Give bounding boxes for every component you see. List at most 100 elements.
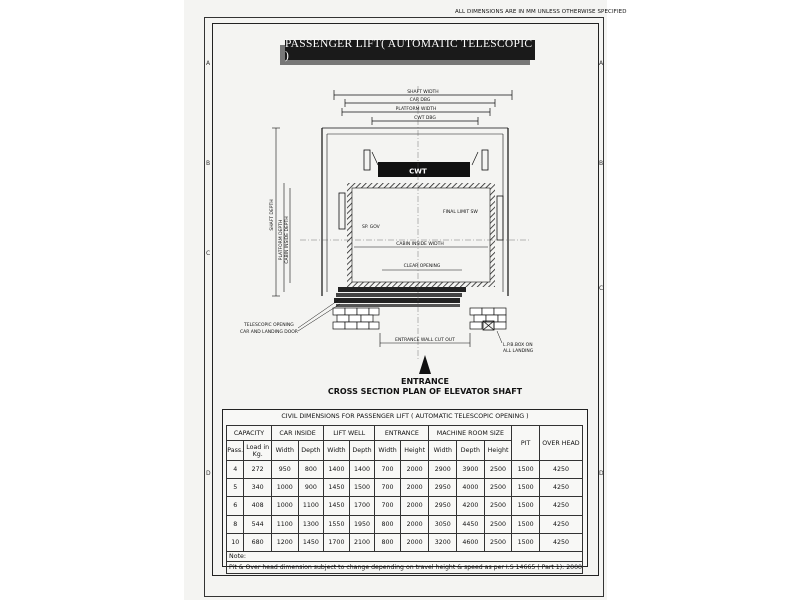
table-cell: 1400 xyxy=(348,459,376,480)
cwt-dbg-label: CWT DBG xyxy=(414,115,436,121)
table-cell: 1500 xyxy=(348,478,376,498)
car-inside-header: CAR INSIDE xyxy=(270,425,325,441)
table-remark: Pit & Over head dimension subject to cha… xyxy=(226,560,583,574)
table-cell: 4 xyxy=(225,459,245,480)
cwt-dbg-dimension xyxy=(371,117,479,125)
grid-letter-c: C xyxy=(206,250,211,257)
machine-width-header: Width xyxy=(428,440,458,461)
table-cell: 6 xyxy=(225,496,245,516)
table-cell: 408 xyxy=(243,496,272,516)
drawing-title: PASSENGER LIFT( AUTOMATIC TELESCOPIC ) xyxy=(285,38,535,62)
table-cell: 1500 xyxy=(511,459,540,480)
entrance-label: ENTRANCE xyxy=(401,377,449,386)
outer-frame xyxy=(204,17,604,597)
over-head-header: OVER HEAD xyxy=(538,425,584,461)
car-depth-header: Depth xyxy=(297,440,325,461)
all-landing-label: ALL LANDING xyxy=(503,348,534,354)
cabin-inside-width-label: CABIN INSIDE WIDTH xyxy=(396,241,443,247)
table-cell: 1000 xyxy=(271,478,299,498)
table-cell: 2500 xyxy=(483,496,513,516)
table-cell: 4200 xyxy=(456,496,485,516)
counterweight xyxy=(363,149,489,177)
table-cell: 2100 xyxy=(348,532,376,552)
shaft-width-label: SHAFT WIDTH xyxy=(407,89,438,95)
table-cell: 3050 xyxy=(428,514,458,534)
table-cell: 1100 xyxy=(271,514,299,534)
entrance-wall-cut-out-label: ENTRANCE WALL CUT OUT xyxy=(395,337,455,343)
well-width-header: Width xyxy=(323,440,350,461)
table-cell: 2000 xyxy=(399,478,430,498)
table-cell: 4250 xyxy=(538,478,584,498)
table-cell: 2000 xyxy=(399,496,430,516)
table-cell: 8 xyxy=(225,514,245,534)
well-depth-header: Depth xyxy=(348,440,376,461)
car-landing-door-label: CAR AND LANDING DOOR xyxy=(240,329,298,335)
table-cell: 5 xyxy=(225,478,245,498)
table-cell: 1200 xyxy=(271,532,299,552)
centre-lines xyxy=(300,86,530,360)
table-cell: 2000 xyxy=(399,459,430,480)
table-cell: 1300 xyxy=(297,514,325,534)
pass-header: Pass. xyxy=(225,440,245,461)
cabin-inside-depth-label: CABIN INSIDE DEPTH xyxy=(284,216,290,263)
capacity-header: CAPACITY xyxy=(226,425,272,441)
wall-cut-out-dimension xyxy=(379,333,471,347)
table-cell: 1400 xyxy=(323,459,350,480)
table-cell: 2900 xyxy=(428,459,458,480)
car-dbg-label: CAR DBG xyxy=(410,97,431,103)
table-cell: 2500 xyxy=(483,459,513,480)
dimensions-note: ALL DIMENSIONS ARE IN MM UNLESS OTHERWIS… xyxy=(455,9,627,15)
telescopic-opening-label: TELESCOPIC OPENING xyxy=(243,322,294,328)
table-cell: 1500 xyxy=(511,532,540,552)
table-cell: 3900 xyxy=(456,459,485,480)
table-cell: 680 xyxy=(243,532,272,552)
grid-letter-a-right: A xyxy=(599,60,604,67)
shaft-depth-dimension xyxy=(272,127,291,297)
pit-header: PIT xyxy=(511,425,540,461)
platform-width-label: PLATFORM WIDTH xyxy=(396,106,437,112)
machine-room-header: MACHINE ROOM SIZE xyxy=(428,425,513,441)
table-caption: CIVIL DIMENSIONS FOR PASSENGER LIFT ( AU… xyxy=(281,413,529,420)
grid-letter-b-right: B xyxy=(599,160,604,167)
entrance-width-header: Width xyxy=(374,440,401,461)
table-cell: 1000 xyxy=(271,496,299,516)
lpb-leader-line xyxy=(496,330,503,344)
telescopic-leader-lines xyxy=(297,298,341,332)
car-cabin xyxy=(338,183,504,287)
entrance-arrow-icon xyxy=(419,355,431,374)
table-cell: 4600 xyxy=(456,532,485,552)
entrance-height-header: Height xyxy=(399,440,430,461)
table-cell: 4250 xyxy=(538,496,584,516)
grid-letter-a: A xyxy=(206,60,211,67)
grid-letter-b: B xyxy=(206,160,211,167)
table-cell: 3200 xyxy=(428,532,458,552)
machine-height-header: Height xyxy=(483,440,513,461)
table-cell: 4250 xyxy=(538,514,584,534)
table-cell: 4250 xyxy=(538,532,584,552)
machine-depth-header: Depth xyxy=(456,440,485,461)
table-cell: 4250 xyxy=(538,459,584,480)
table-note-label: Note: xyxy=(226,550,583,562)
civil-dimensions-table: CAPACITY CAR INSIDE LIFT WELL ENTRANCE M… xyxy=(225,425,584,574)
table-cell: 800 xyxy=(374,532,401,552)
table-cell: 4000 xyxy=(456,478,485,498)
table-cell: 2000 xyxy=(399,532,430,552)
table-cell: 1500 xyxy=(511,496,540,516)
table-cell: 700 xyxy=(374,459,401,480)
lpb-box xyxy=(482,320,495,331)
table-cell: 900 xyxy=(297,478,325,498)
table-cell: 1500 xyxy=(511,514,540,534)
platform-width-dimension xyxy=(341,108,491,116)
telescopic-door-panels xyxy=(334,287,466,307)
grid-letter-c-right: C xyxy=(599,285,604,292)
table-cell: 2500 xyxy=(483,532,513,552)
load-header: Load in Kg. xyxy=(243,440,272,461)
table-cell: 1500 xyxy=(511,478,540,498)
shaft-depth-label: SHAFT DEPTH xyxy=(269,199,275,230)
entrance-walls xyxy=(332,307,507,330)
platform-depth-label: PLATFORM DEPTH xyxy=(278,220,284,261)
sp-gov-label: SP. GOV xyxy=(362,224,381,230)
